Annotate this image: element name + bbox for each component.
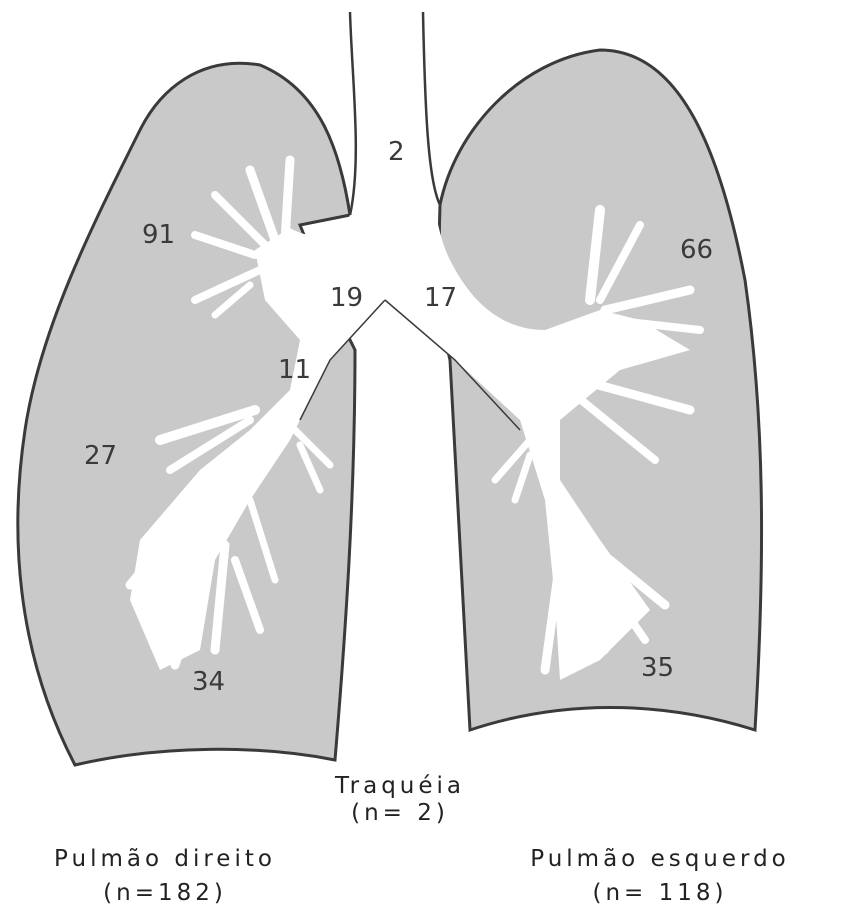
trachea-wall-right xyxy=(423,12,440,205)
left-lung-n: (n= 118) xyxy=(480,880,840,906)
right-lung-n: (n=182) xyxy=(0,880,330,906)
trachea-n: (n= 2) xyxy=(300,800,500,826)
count-right-intermediate: 11 xyxy=(278,355,311,385)
left-lung-label: Pulmão esquerdo xyxy=(480,846,840,872)
trachea-label: Traquéia xyxy=(300,773,500,799)
count-right-lower: 34 xyxy=(192,667,225,697)
right-lung-label: Pulmão direito xyxy=(0,846,330,872)
count-left-main-bronchus: 17 xyxy=(424,283,457,313)
count-trachea: 2 xyxy=(388,137,405,167)
count-left-upper: 66 xyxy=(680,235,713,265)
count-left-lower: 35 xyxy=(641,653,674,683)
count-right-main-bronchus: 19 xyxy=(330,283,363,313)
count-right-upper: 91 xyxy=(142,220,175,250)
right-lung xyxy=(18,63,355,765)
count-right-middle: 27 xyxy=(84,441,117,471)
